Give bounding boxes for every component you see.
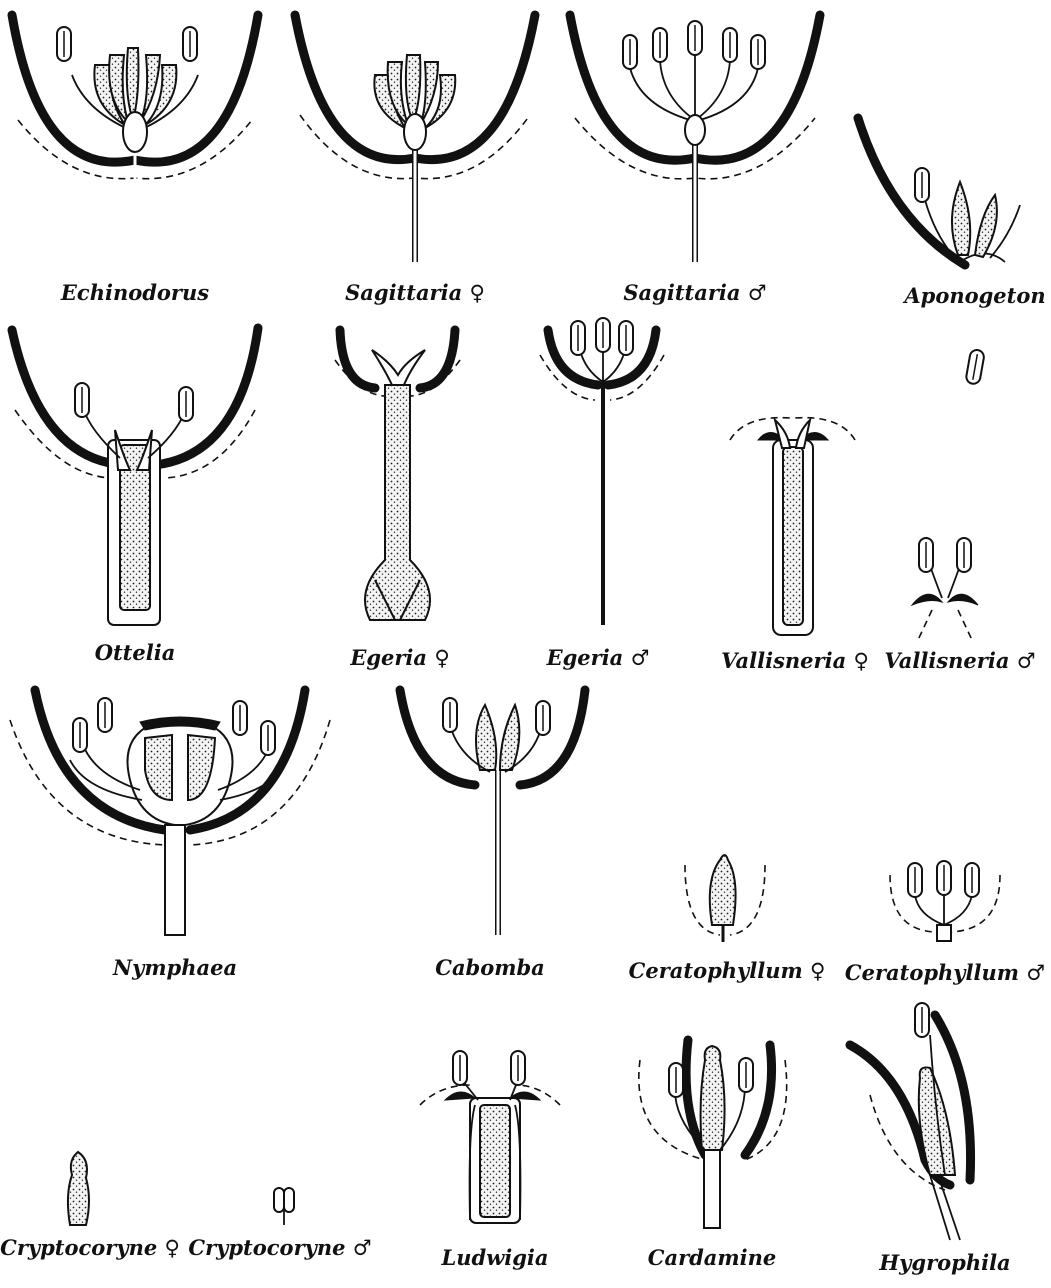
label-nymphaea: Nymphaea bbox=[113, 955, 237, 980]
label-ceratophyllum-female: Ceratophyllum ♀ bbox=[629, 958, 826, 983]
label-cryptocoryne-male: Cryptocoryne ♂ bbox=[188, 1235, 371, 1260]
label-egeria-male: Egeria ♂ bbox=[547, 645, 650, 670]
sagittaria-female-flower bbox=[295, 15, 535, 262]
ludwigia-flower bbox=[420, 1051, 560, 1223]
label-sagittaria-male: Sagittaria ♂ bbox=[623, 280, 766, 305]
echinodorus-flower bbox=[12, 15, 258, 262]
label-hygrophila: Hygrophila bbox=[879, 1250, 1010, 1275]
label-cabomba: Cabomba bbox=[435, 955, 545, 980]
cryptocoryne-female-flower bbox=[68, 1152, 89, 1225]
sagittaria-male-flower bbox=[570, 15, 820, 262]
label-sagittaria-female: Sagittaria ♀ bbox=[345, 280, 485, 305]
label-ludwigia: Ludwigia bbox=[441, 1245, 548, 1270]
label-ottelia: Ottelia bbox=[95, 640, 176, 665]
label-echinodorus: Echinodorus bbox=[61, 280, 209, 305]
label-vallisneria-male: Vallisneria ♂ bbox=[884, 648, 1035, 673]
ceratophyllum-female-flower bbox=[685, 855, 765, 942]
nymphaea-flower bbox=[10, 690, 330, 935]
label-ceratophyllum-male: Ceratophyllum ♂ bbox=[845, 960, 1045, 985]
vallisneria-male-flower bbox=[912, 538, 978, 640]
aponogeton-flower bbox=[858, 118, 1020, 385]
cardamine-flower bbox=[639, 1040, 787, 1228]
label-cardamine: Cardamine bbox=[648, 1245, 777, 1270]
cryptocoryne-male-flower bbox=[274, 1188, 294, 1225]
label-egeria-female: Egeria ♀ bbox=[350, 645, 449, 670]
egeria-female-flower bbox=[335, 330, 460, 620]
label-vallisneria-female: Vallisneria ♀ bbox=[721, 648, 869, 673]
label-aponogeton: Aponogeton bbox=[904, 283, 1045, 308]
ottelia-flower bbox=[12, 328, 258, 625]
cabomba-flower bbox=[400, 690, 585, 935]
egeria-male-flower bbox=[540, 318, 664, 625]
ceratophyllum-male-flower bbox=[890, 861, 1000, 941]
hygrophila-flower bbox=[850, 1003, 971, 1240]
label-cryptocoryne-female: Cryptocoryne ♀ bbox=[0, 1235, 180, 1260]
vallisneria-female-flower bbox=[730, 418, 855, 635]
